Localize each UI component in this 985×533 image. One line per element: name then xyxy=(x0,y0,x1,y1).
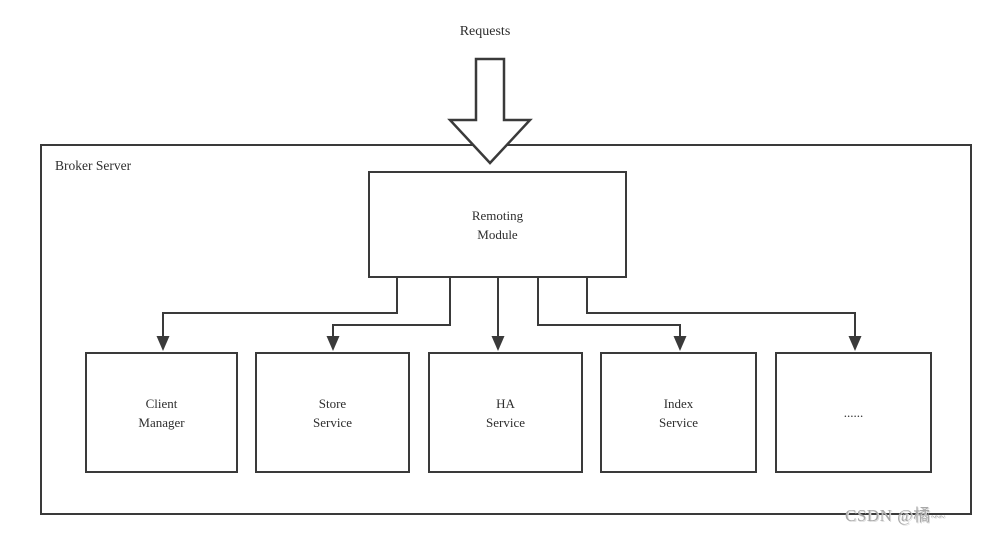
connector-arrowheads xyxy=(156,336,862,351)
node-client-manager: Client Manager xyxy=(85,352,238,473)
node-label-line: Service xyxy=(486,414,525,430)
node-label-line: Service xyxy=(659,414,698,430)
down-arrowhead-icon xyxy=(491,336,505,351)
connector-line-store-service xyxy=(332,277,451,337)
node-label-line: Client xyxy=(145,395,178,411)
requests-label: Requests xyxy=(459,24,511,39)
csdn-watermark-tail: ~~~ xyxy=(930,512,945,523)
connector-line-client-manager xyxy=(162,277,398,337)
broker-server-label: Broker Server xyxy=(55,158,132,173)
down-arrow-icon xyxy=(447,57,533,165)
connector-line-index-service xyxy=(537,277,681,337)
node-label-line: Module xyxy=(477,226,518,242)
connector-lines xyxy=(162,277,856,337)
down-arrowhead-icon xyxy=(326,336,340,351)
node-remoting-module: Remoting Module xyxy=(368,171,627,278)
csdn-watermark: CSDN @橘~~~ xyxy=(845,501,945,526)
csdn-watermark-text: CSDN @橘 xyxy=(845,506,931,525)
node-label-line: HA xyxy=(496,395,515,411)
node-label-line: ...... xyxy=(843,405,864,420)
node-label-line: Remoting xyxy=(471,207,524,223)
node-ha-service: HA Service xyxy=(428,352,583,473)
node-store-service: Store Service xyxy=(255,352,410,473)
node-label-line: Index xyxy=(663,395,694,411)
node-label-line: Service xyxy=(313,414,352,430)
node-label-line: Manager xyxy=(138,414,185,430)
down-arrowhead-icon xyxy=(673,336,687,351)
node-label-line: Store xyxy=(318,395,347,411)
node-index-service: Index Service xyxy=(600,352,757,473)
connector-line-etc xyxy=(586,277,856,337)
node-etc: ...... xyxy=(775,352,932,473)
down-arrowhead-icon xyxy=(156,336,170,351)
down-arrowhead-icon xyxy=(848,336,862,351)
